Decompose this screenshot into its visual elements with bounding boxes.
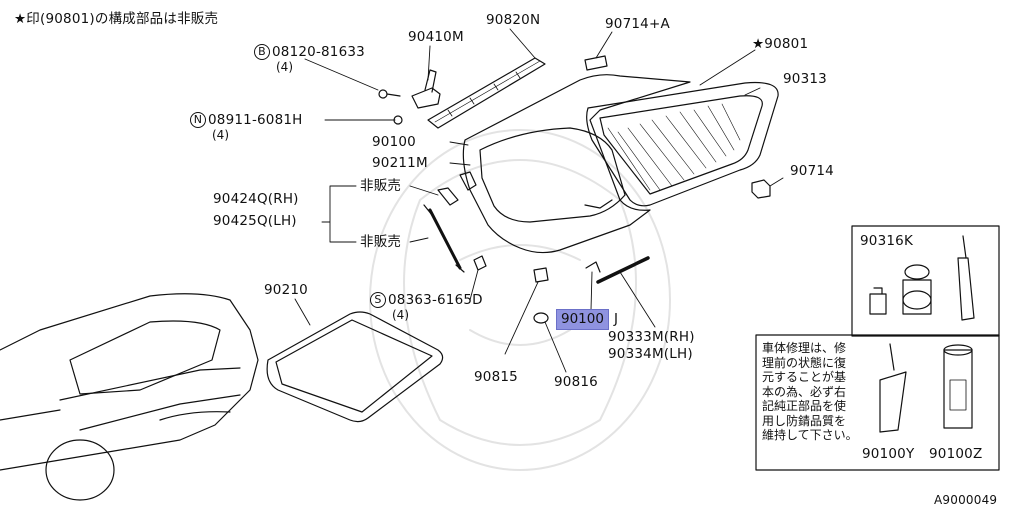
callout-90816: 90816: [554, 374, 598, 390]
screw-prefix-icon: S: [370, 292, 386, 308]
repair-note-line: 記純正部品を使: [762, 399, 847, 413]
callout-90100Y: 90100Y: [862, 446, 915, 462]
highlighted-part-suffix: J: [614, 311, 619, 327]
leader-lines: [294, 28, 784, 373]
cap-90816: [533, 312, 549, 324]
not-sold-label-upper: 非販売: [360, 178, 402, 194]
weatherstrip-90210: [266, 311, 444, 423]
not-sold-label-lower: 非販売: [360, 234, 402, 250]
callout-90100-frame: 90100: [372, 134, 416, 150]
bumper-90815: [533, 267, 549, 283]
header-note: ★印(90801)の構成部品は非販売: [14, 11, 219, 27]
fastener-nut-qty: (4): [212, 128, 229, 142]
callout-90316K: 90316K: [860, 233, 913, 249]
callout-90714: 90714: [790, 163, 834, 179]
bolt-prefix-icon: B: [254, 44, 270, 60]
block-90714: [751, 179, 771, 199]
callout-90714A: 90714+A: [605, 16, 670, 32]
repair-kit-box: [755, 225, 1000, 471]
callout-90424Q: 90424Q(RH): [213, 191, 299, 207]
repair-note-line: 用し防錆品質を: [762, 413, 847, 428]
striker: [473, 255, 487, 271]
hatch-panel: [459, 74, 691, 254]
car-rear-view: [0, 293, 259, 501]
nut-prefix-icon: N: [190, 112, 206, 128]
callout-90820N: 90820N: [486, 12, 541, 28]
callout-90410M: 90410M: [408, 29, 464, 45]
callout-90211M: 90211M: [372, 155, 428, 171]
repair-note-line: 理前の状態に復: [762, 355, 847, 370]
callout-90425Q: 90425Q(LH): [213, 213, 297, 229]
hinge-part: [378, 69, 441, 125]
fastener-bolt-number: 08120-81633: [272, 44, 365, 60]
callout-90313: 90313: [783, 71, 827, 87]
callout-90100Z: 90100Z: [929, 446, 983, 462]
clip-90714A: [584, 55, 608, 71]
callout-90333M: 90333M(RH): [608, 329, 695, 345]
fastener-nut-number: 08911-6081H: [208, 112, 303, 128]
callout-90815: 90815: [474, 369, 518, 385]
repair-note: 車体修理は、修 理前の状態に復 元することが基 本の為、必ず右 記純正部品を使 …: [762, 341, 858, 443]
gas-stay: [423, 187, 465, 273]
fastener-screw-number: 08363-6165D: [388, 292, 483, 308]
callout-90210: 90210: [264, 282, 308, 298]
repair-note-line: 本の為、必ず右: [762, 384, 847, 399]
fastener-bolt-qty: (4): [276, 60, 293, 74]
repair-note-line: 維持して下さい。: [762, 428, 858, 442]
repair-note-line: 元することが基: [762, 370, 847, 384]
spoiler-part: [427, 57, 546, 129]
repair-note-line: 車体修理は、修: [762, 341, 847, 355]
fastener-screw-qty: (4): [392, 308, 409, 322]
highlighted-part-90100[interactable]: 90100: [556, 309, 609, 330]
callout-90801: ★90801: [752, 36, 809, 52]
callout-90334M: 90334M(LH): [608, 346, 693, 362]
weatherstrip-90333M: [596, 256, 650, 284]
clip-near-90333M: [585, 261, 601, 273]
diagram-code: A9000049: [934, 493, 998, 507]
